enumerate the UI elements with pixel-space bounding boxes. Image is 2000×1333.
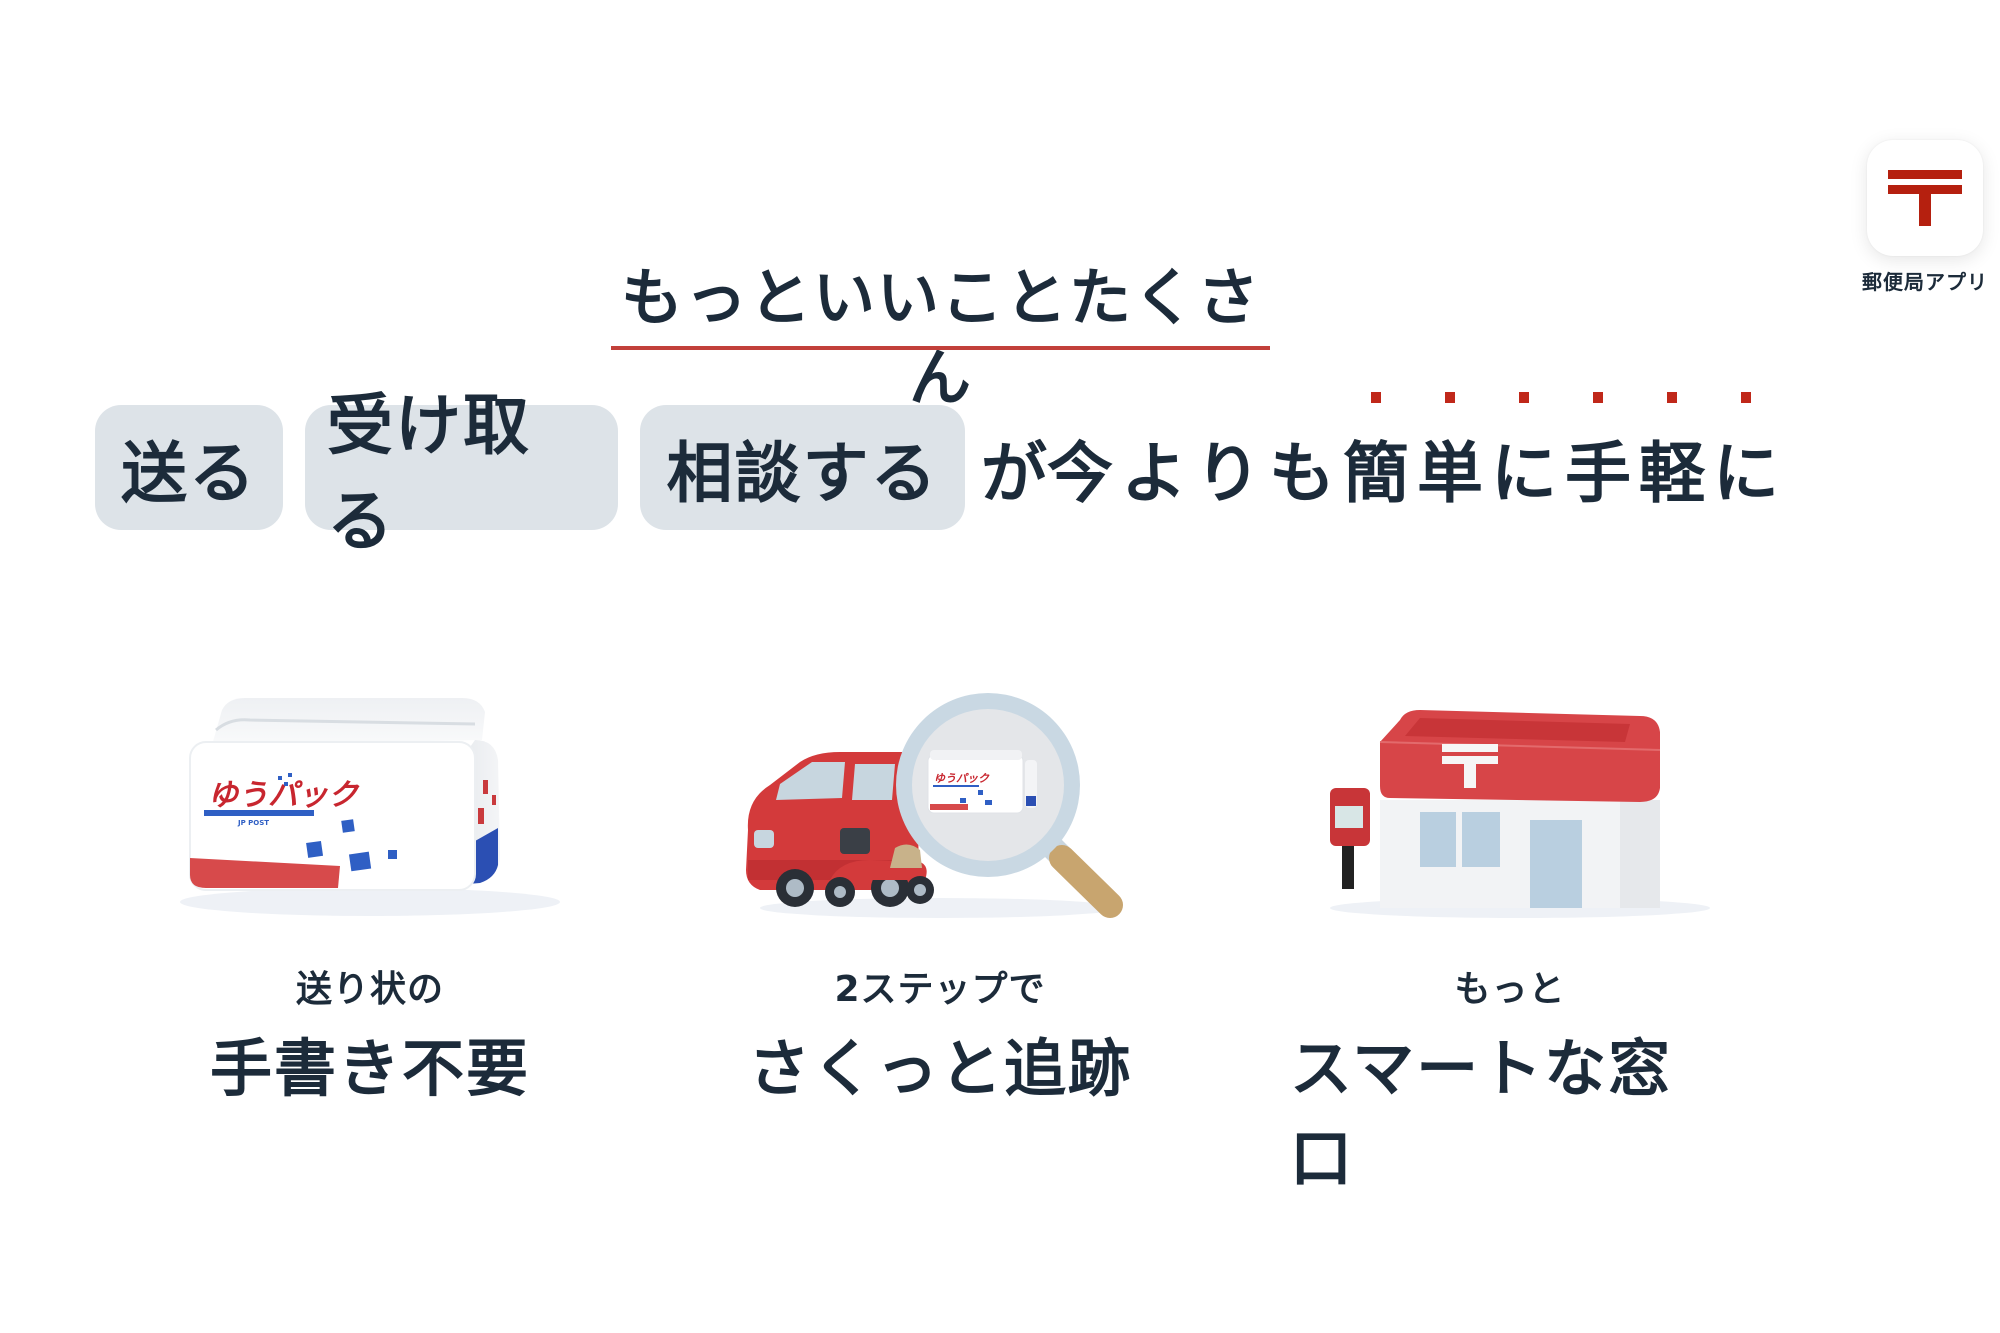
- emphasis-char: 手: [1561, 391, 1635, 516]
- tagline-char: り: [1195, 434, 1261, 512]
- feature-sub: もっと: [1454, 969, 1566, 1010]
- tagline-char: も: [1269, 434, 1335, 512]
- tagline-char: が: [981, 434, 1047, 512]
- feature-sub: 2ステップで: [834, 969, 1046, 1010]
- svg-text:JP POST: JP POST: [237, 819, 269, 827]
- svg-text:ゆうパック: ゆうパック: [208, 778, 360, 813]
- app-label: 郵便局アプリ: [1862, 270, 1988, 294]
- headline: もっといいことたくさん: [620, 261, 1261, 414]
- headline-underline: [611, 346, 1270, 350]
- tagline-char: よ: [1121, 434, 1187, 512]
- emphasis-char: 簡: [1339, 391, 1413, 516]
- app-badge[interactable]: 郵便局アプリ: [1850, 140, 2000, 295]
- tracking-van-magnifier-icon: ゆうパック: [720, 680, 1160, 930]
- feature-main: さくっと追跡: [747, 1032, 1132, 1105]
- pill-send: 送る: [95, 405, 283, 530]
- emphasis-char: に: [1487, 391, 1561, 516]
- pill-receive: 受け取る: [305, 387, 618, 560]
- jp-post-mark-icon: [1888, 170, 1962, 226]
- emphasis-char: に: [1709, 391, 1783, 516]
- tagline-rest: が 今 よ り も 簡 単 に 手 軽 に: [981, 391, 1783, 516]
- pill-consult: 相談する: [640, 405, 965, 530]
- post-office-building-icon: [1290, 680, 1730, 930]
- feature-no-handwriting: ゆうパック JP POST 送り状の 手書き不要: [150, 680, 590, 1108]
- feature-sub: 送り状の: [295, 969, 444, 1010]
- feature-main: スマートな窓口: [1290, 1032, 1673, 1195]
- emphasis-char: 単: [1413, 391, 1487, 516]
- emphasis-char: 軽: [1635, 391, 1709, 516]
- feature-smart-counter: もっと スマートな窓口: [1290, 680, 1730, 1198]
- tagline-char: 今: [1047, 434, 1113, 512]
- svg-text:ゆうパック: ゆうパック: [934, 772, 990, 785]
- yu-pack-box-icon: ゆうパック JP POST: [150, 680, 590, 930]
- feature-tracking: ゆうパック 2ステップで さくっと追跡: [720, 680, 1160, 1108]
- tagline-row: 送る 受け取る 相談する が 今 よ り も 簡 単 に 手 軽 に: [95, 387, 1783, 560]
- feature-main: 手書き不要: [209, 1032, 530, 1105]
- app-icon[interactable]: [1867, 140, 1983, 256]
